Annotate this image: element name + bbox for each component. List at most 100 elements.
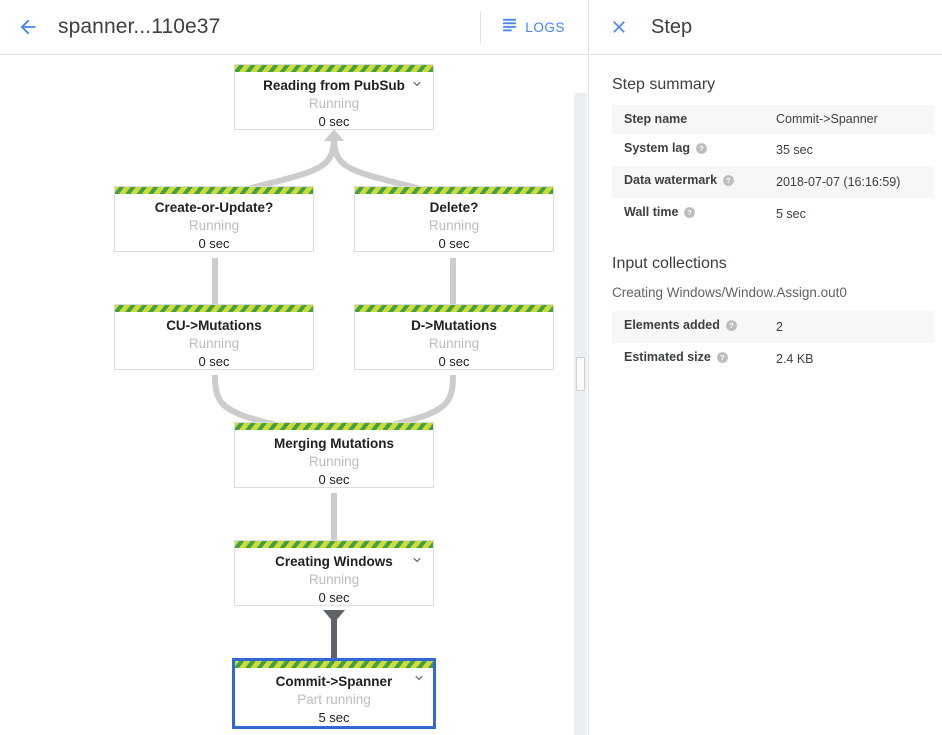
- node-title: D->Mutations: [411, 318, 497, 333]
- node-status: Running: [308, 454, 360, 469]
- step-panel-header: Step: [590, 0, 942, 55]
- svg-text:?: ?: [726, 176, 731, 185]
- node-body: CU->Mutations Running 0 sec: [115, 305, 313, 371]
- node-title: Create-or-Update?: [154, 200, 274, 215]
- node-status: Running: [188, 218, 240, 233]
- row-key: System lag?: [612, 134, 772, 166]
- node-status: Part running: [297, 692, 371, 707]
- node-progress-bar: [115, 187, 313, 194]
- graph-node-create-or-update[interactable]: Create-or-Update? Running 0 sec: [114, 186, 314, 252]
- node-body: Merging Mutations Running 0 sec: [235, 423, 433, 489]
- row-value: 2: [776, 319, 783, 334]
- logs-button[interactable]: LOGS: [491, 8, 579, 46]
- step-panel-body: Step summary Step name Commit->Spanner S…: [590, 55, 942, 735]
- row-key-text: Data watermark: [624, 173, 718, 187]
- node-body: D->Mutations Running 0 sec: [355, 305, 553, 371]
- node-title: CU->Mutations: [166, 318, 262, 333]
- row-key: Wall time?: [612, 198, 772, 230]
- arrow-back-icon[interactable]: [8, 7, 48, 47]
- graph-node-reading-from-pubsub[interactable]: Reading from PubSub Running 0 sec: [234, 64, 434, 130]
- page-title: spanner...110e37: [58, 15, 221, 38]
- node-time: 0 sec: [198, 354, 230, 369]
- close-icon[interactable]: [599, 7, 639, 47]
- svg-text:?: ?: [688, 208, 693, 217]
- graph-node-cu-mutations[interactable]: CU->Mutations Running 0 sec: [114, 304, 314, 370]
- svg-text:?: ?: [720, 353, 725, 362]
- node-time: 0 sec: [198, 236, 230, 251]
- node-time: 0 sec: [318, 472, 350, 487]
- step-details-pane: Step Step summary Step name Commit->Span…: [590, 0, 942, 735]
- node-body: Commit->Spanner Part running 5 sec: [235, 661, 433, 727]
- node-body: Creating Windows Running 0 sec: [235, 541, 433, 607]
- node-progress-bar: [235, 541, 433, 548]
- graph-node-commit-spanner[interactable]: Commit->Spanner Part running 5 sec: [232, 658, 436, 729]
- table-row: System lag? 35 sec: [612, 134, 934, 166]
- row-value: 35 sec: [776, 142, 813, 157]
- row-key-text: Wall time: [624, 205, 679, 219]
- help-icon[interactable]: ?: [716, 351, 729, 369]
- row-key-text: Elements added: [624, 318, 720, 332]
- step-summary-heading: Step summary: [612, 76, 716, 93]
- chevron-down-icon[interactable]: [410, 553, 424, 567]
- chevron-down-icon[interactable]: [410, 77, 424, 91]
- help-icon[interactable]: ?: [695, 142, 708, 160]
- node-time: 0 sec: [438, 236, 470, 251]
- row-key-text: System lag: [624, 141, 691, 155]
- row-value: Commit->Spanner: [776, 112, 878, 126]
- node-title: Creating Windows: [275, 554, 393, 569]
- chevron-down-icon[interactable]: [412, 671, 426, 685]
- table-row: Elements added? 2: [612, 311, 934, 343]
- help-icon[interactable]: ?: [725, 319, 738, 337]
- node-status: Running: [308, 96, 360, 111]
- node-progress-bar: [355, 187, 553, 194]
- row-value: 2.4 KB: [776, 351, 814, 366]
- row-key-text: Estimated size: [624, 350, 711, 364]
- row-value: 2018-07-07 (16:16:59): [776, 174, 901, 189]
- svg-text:?: ?: [729, 321, 734, 330]
- graph-node-d-mutations[interactable]: D->Mutations Running 0 sec: [354, 304, 554, 370]
- row-key: Estimated size?: [612, 343, 772, 375]
- node-progress-bar: [235, 65, 433, 72]
- graph-edges: [205, 129, 463, 705]
- node-status: Running: [308, 572, 360, 587]
- row-key: Step name: [624, 112, 688, 126]
- node-body: Create-or-Update? Running 0 sec: [115, 187, 313, 253]
- node-progress-bar: [355, 305, 553, 312]
- node-time: 0 sec: [318, 114, 350, 129]
- help-icon[interactable]: ?: [683, 206, 696, 224]
- node-progress-bar: [235, 423, 433, 430]
- row-key: Elements added?: [612, 311, 772, 343]
- graph-scrollbar-thumb[interactable]: [576, 357, 585, 391]
- node-status: Running: [428, 336, 480, 351]
- help-icon[interactable]: ?: [722, 174, 735, 192]
- table-row: Wall time? 5 sec: [612, 198, 934, 230]
- job-graph-pane: spanner...110e37 LOGS: [0, 0, 589, 735]
- row-value: 5 sec: [776, 206, 806, 221]
- node-time: 5 sec: [318, 710, 350, 725]
- subject-list-icon: [501, 16, 518, 38]
- graph-node-delete[interactable]: Delete? Running 0 sec: [354, 186, 554, 252]
- node-body: Delete? Running 0 sec: [355, 187, 553, 253]
- input-collections-heading: Input collections: [612, 255, 727, 272]
- table-row: Data watermark? 2018-07-07 (16:16:59): [612, 166, 934, 198]
- graph-node-creating-windows[interactable]: Creating Windows Running 0 sec: [234, 540, 434, 606]
- step-summary-table: Step name Commit->Spanner System lag? 35…: [612, 105, 934, 230]
- table-row: Step name Commit->Spanner: [612, 105, 934, 134]
- row-key: Data watermark?: [612, 166, 772, 198]
- input-collections-table: Elements added? 2 Estimated size? 2.4 KB: [612, 311, 934, 375]
- node-title: Delete?: [429, 200, 479, 215]
- step-panel-title: Step: [651, 15, 693, 38]
- node-time: 0 sec: [318, 590, 350, 605]
- job-header-bar: spanner...110e37 LOGS: [0, 0, 588, 55]
- graph-vertical-scrollbar[interactable]: [574, 93, 587, 735]
- graph-node-merging-mutations[interactable]: Merging Mutations Running 0 sec: [234, 422, 434, 488]
- node-status: Running: [188, 336, 240, 351]
- section-spacer: [590, 230, 942, 254]
- node-progress-bar: [115, 305, 313, 312]
- node-body: Reading from PubSub Running 0 sec: [235, 65, 433, 131]
- input-collection-name: Creating Windows/Window.Assign.out0: [612, 285, 847, 300]
- node-title: Reading from PubSub: [263, 78, 405, 93]
- pipeline-graph-canvas[interactable]: Reading from PubSub Running 0 sec Create…: [0, 55, 588, 735]
- logs-button-label: LOGS: [525, 19, 565, 35]
